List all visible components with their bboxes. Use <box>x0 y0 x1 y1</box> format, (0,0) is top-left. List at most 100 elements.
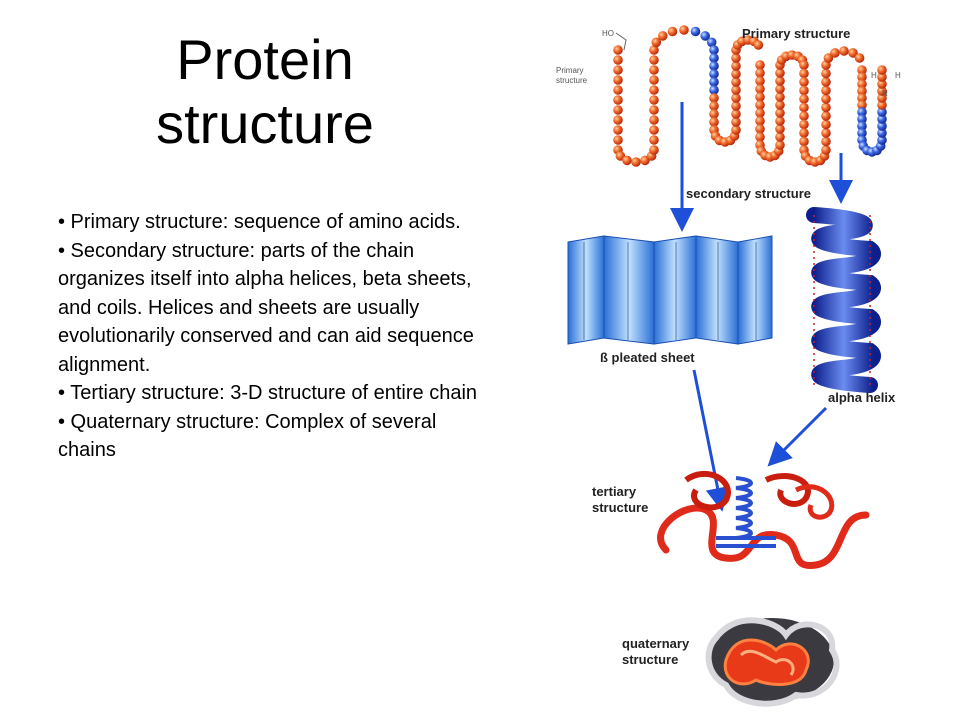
primary-side-label-2: structure <box>556 76 588 85</box>
amino-acid-bead <box>877 79 887 89</box>
amino-acid-bead <box>775 140 785 150</box>
amino-acid-bead-blue <box>877 128 887 138</box>
amino-acid-bead <box>821 94 831 104</box>
amino-acid-bead-blue <box>709 85 719 95</box>
amino-acid-bead <box>830 48 840 58</box>
title-line-1: Protein <box>176 28 354 91</box>
beta-sheet-label: ß pleated sheet <box>600 350 695 365</box>
amino-acid-bead <box>679 25 689 35</box>
protein-structure-figure: HO H H N Primary structure Primary struc… <box>536 10 912 710</box>
amino-acid-bead <box>613 45 623 55</box>
arrow-sheet-to-tertiary <box>692 369 730 512</box>
amino-acid-bead <box>731 53 741 63</box>
amino-acid-bead-blue <box>700 31 710 41</box>
amino-acid-bead-blue <box>877 114 887 124</box>
amine-h2-label: H <box>895 71 901 80</box>
amino-acid-bead <box>613 65 623 75</box>
amino-acid-bead <box>755 76 765 86</box>
primary-side-label-1: Primary <box>556 66 584 75</box>
amino-acid-bead <box>613 55 623 65</box>
amino-acid-bead <box>799 94 809 104</box>
beta-pleated-sheet <box>567 235 773 345</box>
amino-acid-bead <box>821 85 831 96</box>
amino-acid-bead <box>731 61 741 71</box>
tertiary-label-2: structure <box>592 500 648 515</box>
amino-acid-bead <box>613 125 623 135</box>
amino-acid-bead <box>755 132 765 142</box>
bullet-primary: • Primary structure: sequence of amino a… <box>58 211 461 233</box>
amino-acid-bead <box>857 93 867 103</box>
amino-acid-bead <box>731 109 741 119</box>
alpha-helix-label: alpha helix <box>828 390 896 405</box>
amino-acid-bead <box>775 92 785 102</box>
carboxyl-bond <box>615 32 627 51</box>
title-line-2: structure <box>156 92 374 155</box>
amino-acid-bead-blue <box>877 107 887 117</box>
amino-acid-bead-blue <box>877 121 887 131</box>
amino-acid-bead <box>613 95 623 105</box>
amino-acid-bead <box>755 108 765 118</box>
carboxyl-label: HO <box>602 29 614 38</box>
amino-acid-bead <box>731 101 741 111</box>
amino-acid-bead <box>854 53 865 63</box>
amino-acid-bead <box>821 136 831 147</box>
amino-acid-bead <box>821 68 831 79</box>
amino-acid-bead <box>651 37 662 48</box>
tertiary-label-1: tertiary <box>592 484 637 499</box>
amino-acid-bead-blue <box>709 45 719 55</box>
amino-acid-bead <box>649 135 659 145</box>
amino-acid-bead-blue <box>857 107 867 117</box>
amino-acid-bead <box>649 145 659 155</box>
amino-acid-bead <box>649 115 659 125</box>
amino-acid-bead <box>649 75 659 85</box>
amino-acid-bead <box>877 86 887 96</box>
amino-acid-bead <box>667 26 678 37</box>
amino-acid-bead <box>877 65 887 75</box>
amino-acid-bead <box>821 128 831 138</box>
amino-acid-bead <box>649 125 659 135</box>
amino-acid-bead <box>799 68 809 79</box>
amino-acid-bead <box>755 124 765 134</box>
bullet-secondary: • Secondary structure: parts of the chai… <box>58 239 474 376</box>
amino-acid-bead <box>799 119 809 130</box>
amino-acid-bead <box>821 119 831 130</box>
amino-acid-bead <box>731 117 741 127</box>
arrow-helix-to-tertiary <box>767 406 828 467</box>
amino-acid-bead <box>848 48 858 58</box>
amino-acid-bead <box>877 72 887 82</box>
amino-acid-bead <box>755 92 765 102</box>
amino-acid-bead <box>857 79 867 89</box>
amino-acid-bead <box>799 85 809 96</box>
amino-acid-bead <box>775 68 785 78</box>
amino-acid-bead <box>821 111 831 121</box>
amino-acid-bead <box>775 132 785 142</box>
slide-title: Protein structure <box>90 28 440 156</box>
alpha-helix <box>806 207 881 393</box>
amino-acid-bead <box>731 93 741 103</box>
amino-acid-bead <box>649 65 659 75</box>
amino-acid-bead <box>775 116 785 126</box>
amino-acid-bead-blue <box>706 37 717 48</box>
amino-acid-bead <box>877 93 887 103</box>
amino-acid-bead <box>649 95 659 105</box>
amino-acid-bead <box>821 145 831 155</box>
amine-n-label: N <box>882 89 888 98</box>
amino-acid-bead <box>709 101 719 111</box>
amino-acid-bead <box>631 157 641 167</box>
amino-acid-bead <box>658 31 668 41</box>
amino-acid-bead <box>613 85 623 95</box>
amino-acid-bead <box>755 60 765 70</box>
amino-acid-bead <box>823 53 834 63</box>
bullet-tertiary: • Tertiary structure: 3-D structure of e… <box>58 382 478 404</box>
amino-acid-bead <box>877 100 887 110</box>
amino-acid-bead <box>731 85 741 95</box>
amino-acid-bead <box>613 115 623 125</box>
amino-acid-bead <box>755 100 765 110</box>
amino-acid-bead <box>799 60 809 70</box>
amino-acid-bead <box>731 125 741 135</box>
amino-acid-bead <box>613 75 623 85</box>
amino-acid-bead <box>799 77 809 87</box>
quaternary-structure <box>705 617 840 707</box>
amino-acid-bead <box>821 77 831 87</box>
amino-acid-bead-blue <box>709 53 719 63</box>
